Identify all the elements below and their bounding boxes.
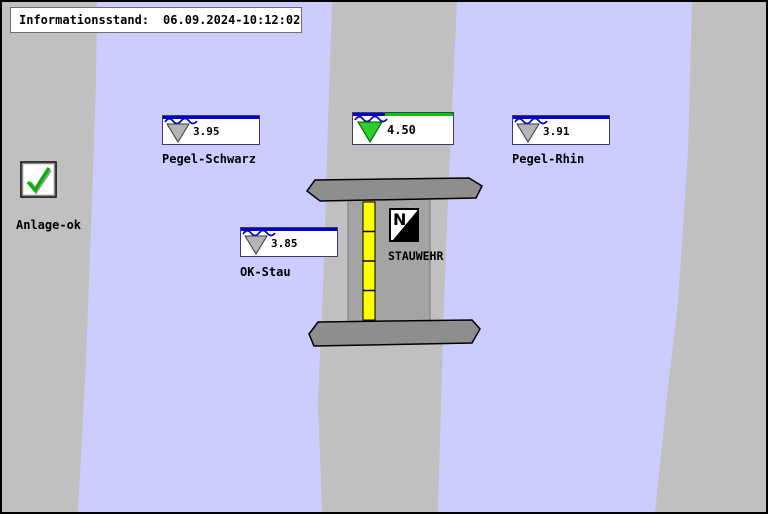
level-gauge-pegel-rhin[interactable]: 3.91 xyxy=(512,115,610,149)
gauge-value: 3.95 xyxy=(193,125,220,138)
gauge-label-ok-stau: OK-Stau xyxy=(240,265,291,279)
status-ok-indicator xyxy=(20,161,58,203)
level-gauge-graphic: 4.50 xyxy=(352,112,454,145)
gauge-value: 4.50 xyxy=(387,123,416,137)
level-pointer-icon xyxy=(166,123,190,143)
level-gauge-graphic: 3.91 xyxy=(512,115,610,145)
wave-line-icon xyxy=(242,229,276,237)
weir-crossbar-bottom xyxy=(308,319,481,347)
level-gauge-ok-stau[interactable]: 3.85 xyxy=(240,227,338,261)
level-gauge-graphic: 3.95 xyxy=(162,115,260,145)
gauge-value: 3.91 xyxy=(543,125,570,138)
weir-crossbar-top xyxy=(305,177,483,202)
n-flag-triangle xyxy=(393,211,417,240)
gauge-label-pegel-rhin: Pegel-Rhin xyxy=(512,152,585,166)
water-line xyxy=(513,116,609,119)
n-flag-icon[interactable]: N xyxy=(389,208,419,242)
green-checkmark-icon xyxy=(20,161,57,198)
river-left xyxy=(78,2,332,512)
level-pointer-icon xyxy=(244,235,268,255)
level-pointer-icon xyxy=(357,121,383,143)
checkmark-bevel xyxy=(21,162,56,197)
weir-label: STAUWEHR xyxy=(388,249,444,263)
level-pointer-icon xyxy=(516,123,540,143)
level-gauge-pegel-schwarz[interactable]: 3.95 xyxy=(162,115,260,149)
level-gauge-graphic: 3.85 xyxy=(240,227,338,257)
water-line-green xyxy=(385,113,453,116)
status-label: Anlage-ok xyxy=(16,218,82,232)
wave-line-icon xyxy=(164,117,198,125)
checkmark-frame xyxy=(20,161,57,198)
info-header: Informationsstand: 06.09.2024-10:12:02 xyxy=(10,7,302,33)
water-line xyxy=(163,116,259,119)
info-header-label: Informationsstand: xyxy=(19,13,150,27)
river-right xyxy=(438,2,692,512)
water-line xyxy=(241,228,337,231)
info-header-timestamp: 06.09.2024-10:12:02 xyxy=(163,13,301,27)
wave-line-icon xyxy=(354,115,388,123)
wave-line-icon xyxy=(514,117,548,125)
water-line xyxy=(353,113,385,116)
gauge-label-pegel-schwarz: Pegel-Schwarz xyxy=(162,152,256,166)
level-gauge-stauwehr[interactable]: 4.50 xyxy=(352,112,454,149)
checkmark-stroke xyxy=(26,167,51,193)
gauge-value: 3.85 xyxy=(271,237,298,250)
n-flag-letter: N xyxy=(393,210,406,229)
